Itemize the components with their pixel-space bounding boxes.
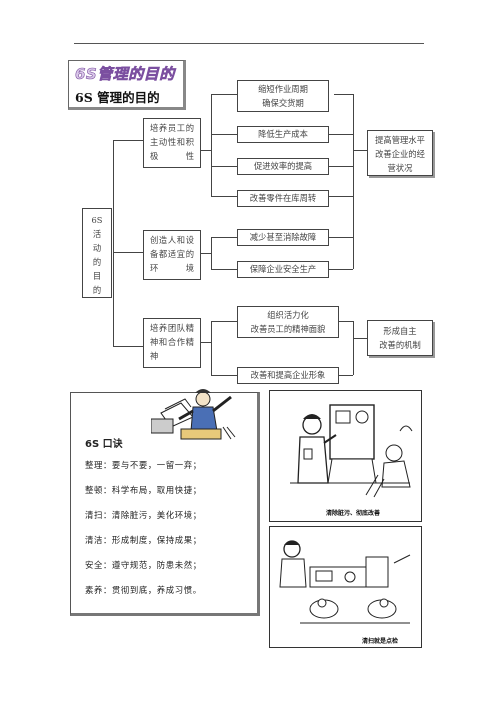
- slogan-line: 整顿：科学布局，取用快捷；: [85, 485, 202, 495]
- item-box-cycle: 缩短作业周期 确保交货期: [237, 80, 329, 112]
- slogan-line: 清洁：形成制度，保持成果；: [85, 535, 202, 545]
- connector: [211, 94, 212, 196]
- connector: [353, 94, 354, 269]
- slogan-panel: 6S 口诀 整理：要与不要，一留一弃； 整顿：科学布局，取用快捷； 清扫：清除脏…: [70, 389, 260, 616]
- slogan-title: 6S 口诀: [85, 439, 123, 450]
- group-box-teamwork: 培养团队精神和合作精神: [143, 318, 201, 368]
- connector: [211, 166, 237, 167]
- connector: [211, 94, 237, 95]
- connector: [113, 140, 114, 346]
- slogan-line: 安全：遵守规范，防患未然；: [85, 560, 202, 570]
- item-box-image: 改善和提高企业形象: [237, 367, 339, 384]
- slogan-line: 清扫：清除脏污，美化环境；: [85, 510, 202, 520]
- title-block: 6S管理的目的 6S 管理的目的: [68, 60, 186, 110]
- connector: [211, 196, 237, 197]
- page-title: 6S 管理的目的: [75, 90, 160, 105]
- title-wordart: 6S管理的目的: [75, 65, 175, 84]
- connector: [113, 346, 143, 347]
- cartoon-caption: 清扫就是点检: [362, 638, 399, 645]
- item-box-fault: 减少甚至消除故障: [237, 229, 329, 246]
- connector: [113, 252, 143, 253]
- result-box-management: 提高管理水平 改善企业的经 营状况: [367, 130, 433, 176]
- connector: [353, 150, 367, 151]
- item-box-vitality: 组织活力化 改善员工的精神面貌: [237, 306, 339, 338]
- item-box-inventory: 改善零件在库周转: [237, 190, 329, 207]
- connector: [211, 375, 237, 376]
- item-box-safety: 保障企业安全生产: [237, 261, 329, 278]
- connector: [353, 338, 367, 339]
- cartoon-panel-cleaning: 清除脏污、彻底改善: [269, 390, 422, 522]
- item-box-cost: 降低生产成本: [237, 126, 329, 143]
- connector: [211, 321, 237, 322]
- cartoon-panel-inspection: 清扫就是点检: [269, 526, 422, 648]
- connector: [113, 140, 143, 141]
- connector: [211, 321, 212, 375]
- connector: [211, 237, 212, 269]
- connector: [329, 134, 353, 135]
- connector: [211, 237, 237, 238]
- connector: [329, 166, 353, 167]
- slogan-line: 素养：贯彻到底，养成习惯。: [85, 585, 202, 595]
- cartoon-caption: 清除脏污、彻底改善: [326, 510, 381, 517]
- connector: [201, 150, 211, 151]
- center-box: 6S 活 动 的 目 的: [82, 208, 112, 298]
- connector: [329, 269, 353, 270]
- group-box-environment: 创造人和设备都适宜的环境: [143, 230, 201, 280]
- connector: [353, 321, 354, 375]
- connector: [329, 196, 353, 197]
- connector: [334, 94, 353, 95]
- inspection-workers-illustration: [279, 540, 411, 624]
- item-box-efficiency: 促进效率的提高: [237, 158, 329, 175]
- connector: [201, 253, 211, 254]
- group-box-motivation: 培养员工的主动性和积极性: [143, 118, 201, 168]
- cleaning-workers-illustration: [290, 404, 413, 498]
- connector: [339, 375, 353, 376]
- office-worker-illustration: [151, 389, 236, 440]
- connector: [211, 134, 237, 135]
- result-box-mechanism: 形成自主 改善的机制: [367, 320, 433, 356]
- connector: [201, 342, 211, 343]
- slogan-line: 整理：要与不要，一留一弃；: [85, 460, 202, 470]
- connector: [339, 321, 353, 322]
- header-rule: [74, 43, 424, 44]
- connector: [329, 237, 353, 238]
- connector: [211, 269, 237, 270]
